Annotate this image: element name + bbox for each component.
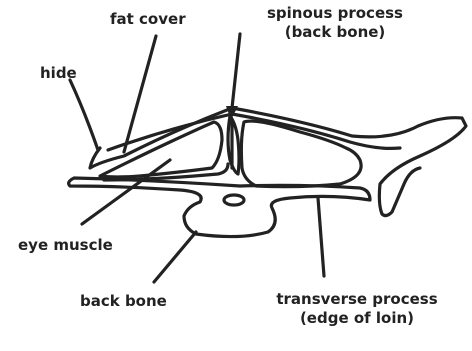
leader-line-transverse-process bbox=[318, 198, 324, 276]
hide-inner-line bbox=[108, 114, 400, 150]
spinal-canal bbox=[224, 195, 244, 205]
left-eye-muscle bbox=[100, 122, 222, 177]
label-eye-muscle: eye muscle bbox=[18, 236, 113, 255]
label-transverse-process: transverse process (edge of loin) bbox=[262, 290, 452, 328]
leader-line-eye-muscle bbox=[82, 160, 170, 224]
label-spinous-process: spinous process (back bone) bbox=[250, 4, 420, 42]
label-transverse-process-line2: (edge of loin) bbox=[262, 309, 452, 328]
leader-line-hide bbox=[70, 80, 98, 150]
label-hide: hide bbox=[40, 64, 77, 83]
label-spinous-process-line1: spinous process bbox=[250, 4, 420, 23]
label-back-bone: back bone bbox=[80, 292, 167, 311]
label-transverse-process-line1: transverse process bbox=[262, 290, 452, 309]
vertebra-body bbox=[69, 178, 370, 237]
label-fat-cover: fat cover bbox=[110, 10, 186, 29]
label-spinous-process-line2: (back bone) bbox=[250, 23, 420, 42]
leader-line-back-bone bbox=[154, 232, 196, 282]
leader-arrowhead bbox=[226, 106, 238, 120]
leader-line-spinous-process bbox=[232, 34, 240, 108]
right-eye-muscle bbox=[241, 121, 361, 187]
